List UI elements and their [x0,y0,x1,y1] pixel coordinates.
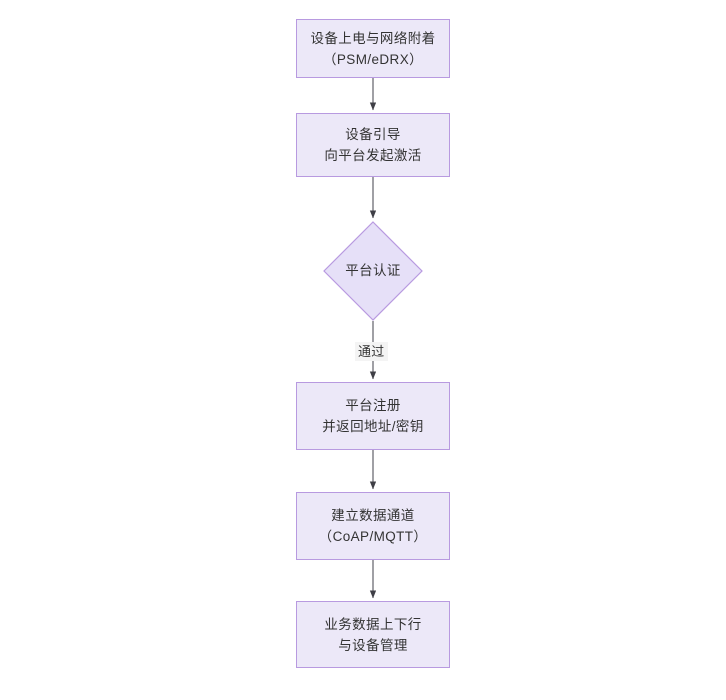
node-service-data-line-1: 业务数据上下行 [324,616,422,632]
edge-label-pass: 通过 [355,342,388,361]
node-data-channel-line-2: （CoAP/MQTT） [318,529,428,544]
node-platform-auth-label: 平台认证 [345,263,401,278]
node-service-data[interactable]: 业务数据上下行 与设备管理 [296,601,450,668]
node-power-on-line-1: 设备上电与网络附着 [310,30,436,46]
node-platform-auth[interactable]: 平台认证 [323,221,423,321]
node-bootstrap-line-1: 设备引导 [345,127,401,142]
node-bootstrap[interactable]: 设备引导 向平台发起激活 [296,113,450,177]
diamond-icon [323,221,423,321]
node-data-channel-line-1: 建立数据通道 [331,508,415,523]
node-bootstrap-line-2: 向平台发起激活 [324,148,422,163]
node-platform-register[interactable]: 平台注册 并返回地址/密钥 [296,382,450,450]
node-power-on-line-2: （PSM/eDRX） [322,51,424,67]
node-power-on[interactable]: 设备上电与网络附着 （PSM/eDRX） [296,19,450,78]
node-platform-register-line-2: 并返回地址/密钥 [322,419,424,434]
node-data-channel[interactable]: 建立数据通道 （CoAP/MQTT） [296,492,450,560]
node-platform-register-line-1: 平台注册 [345,398,401,413]
node-service-data-line-2: 与设备管理 [338,637,408,653]
